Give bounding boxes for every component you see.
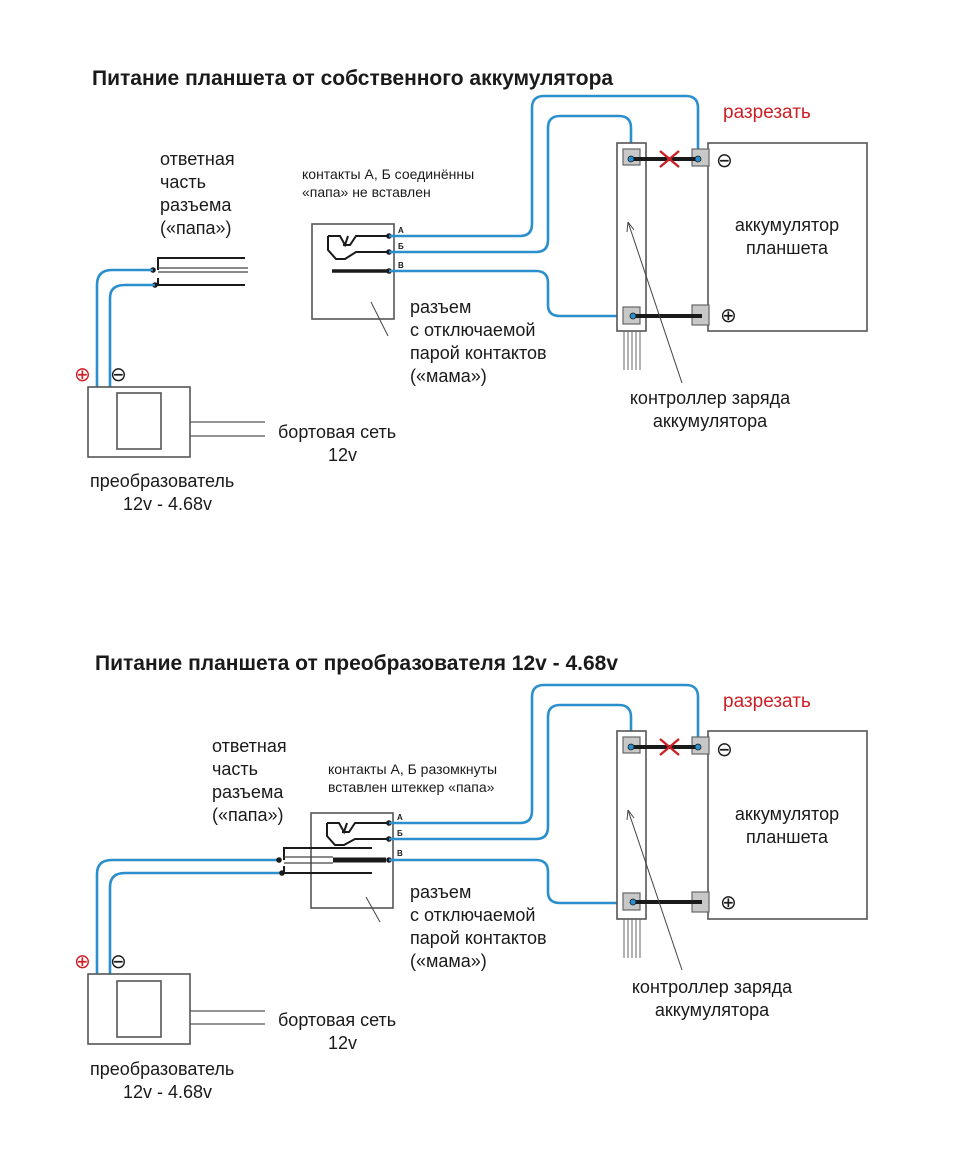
tablet-battery <box>691 142 868 332</box>
controller-label: контроллер заряда <box>632 977 793 997</box>
diagram-title: Питание планшета от преобразователя 12v … <box>95 652 618 675</box>
wire-a <box>389 94 700 238</box>
wire-a <box>389 683 700 825</box>
battery-label: аккумулятор <box>735 804 839 824</box>
controller-label: аккумулятора <box>653 411 768 431</box>
controller-label: контроллер заряда <box>630 388 791 408</box>
network-label: 12v <box>328 445 357 465</box>
plug-papa <box>150 257 248 288</box>
converter-label: 12v - 4.68v <box>123 1082 212 1102</box>
cut-x-icon <box>659 150 680 168</box>
pin-label-v: В <box>397 849 403 858</box>
cut-label: разрезать <box>723 691 811 712</box>
diagram-own-battery: Питание планшета от собственного аккумул… <box>74 67 868 514</box>
tablet-battery <box>691 730 868 920</box>
plug-label-line: разъема <box>160 195 232 215</box>
socket-label: («мама») <box>410 951 487 971</box>
plug-papa-inserted <box>276 847 386 876</box>
socket-label: с отключаемой <box>410 320 535 340</box>
cut-x-icon <box>659 738 680 756</box>
plug-label-line: ответная <box>160 149 235 169</box>
socket-label: с отключаемой <box>410 905 535 925</box>
cut-label: разрезать <box>723 102 811 123</box>
converter-box <box>87 973 265 1045</box>
wire-v <box>389 269 631 318</box>
converter-label: преобразователь <box>90 471 234 491</box>
converter-label: 12v - 4.68v <box>123 494 212 514</box>
network-label: бортовая сеть <box>278 422 396 442</box>
wire-minus <box>108 871 282 975</box>
network-label: бортовая сеть <box>278 1010 396 1030</box>
battery-label: аккумулятор <box>735 215 839 235</box>
plus-icon: ⊕ <box>74 362 91 386</box>
controller-pointer <box>627 809 683 971</box>
plug-label-line: («папа») <box>160 218 232 238</box>
diagram-title: Питание планшета от собственного аккумул… <box>92 67 613 90</box>
pin-label-b: Б <box>397 829 403 838</box>
plug-label-line: ответная <box>212 736 287 756</box>
battery-label: планшета <box>746 238 829 258</box>
controller-label: аккумулятора <box>655 1000 770 1020</box>
minus-icon: ⊖ <box>716 148 733 172</box>
contacts-note: контакты А, Б разомкнуты <box>328 761 497 777</box>
socket-label: разъем <box>410 297 471 317</box>
contacts-note: контакты А, Б соединённы <box>302 166 474 182</box>
pin-label-v: В <box>398 261 404 270</box>
pin-label-b: Б <box>398 242 404 251</box>
wire-v <box>389 858 631 905</box>
diagram-converter-power: Питание планшета от преобразователя 12v … <box>74 652 868 1102</box>
pin-label-a: А <box>398 226 404 235</box>
plug-label-line: часть <box>212 759 258 779</box>
plus-icon: ⊕ <box>720 303 737 327</box>
plus-icon: ⊕ <box>74 949 91 973</box>
charge-controller <box>616 730 647 958</box>
minus-icon: ⊖ <box>110 949 127 973</box>
wire-plus <box>95 858 279 975</box>
wire-b <box>389 703 633 841</box>
charge-controller <box>616 142 647 370</box>
socket-label: парой контактов <box>410 343 547 363</box>
plug-label-line: («папа») <box>212 805 284 825</box>
socket-label: парой контактов <box>410 928 547 948</box>
converter-box <box>87 386 265 458</box>
plus-icon: ⊕ <box>720 890 737 914</box>
plug-label-line: разъема <box>212 782 284 802</box>
socket-label: разъем <box>410 882 471 902</box>
controller-pointer <box>627 221 683 384</box>
socket-label: («мама») <box>410 366 487 386</box>
plug-label-line: часть <box>160 172 206 192</box>
wire-plus <box>95 268 153 388</box>
minus-icon: ⊖ <box>110 362 127 386</box>
minus-icon: ⊖ <box>716 737 733 761</box>
network-label: 12v <box>328 1033 357 1053</box>
socket-mama: А Б В <box>310 812 403 923</box>
contacts-note: «папа» не вставлен <box>302 184 431 200</box>
contacts-note: вставлен штеккер «папа» <box>328 779 495 795</box>
wire-b <box>389 114 633 254</box>
wire-minus <box>108 283 155 388</box>
converter-label: преобразователь <box>90 1059 234 1079</box>
socket-mama: А Б В <box>311 223 404 337</box>
pin-label-a: А <box>397 813 403 822</box>
battery-label: планшета <box>746 827 829 847</box>
